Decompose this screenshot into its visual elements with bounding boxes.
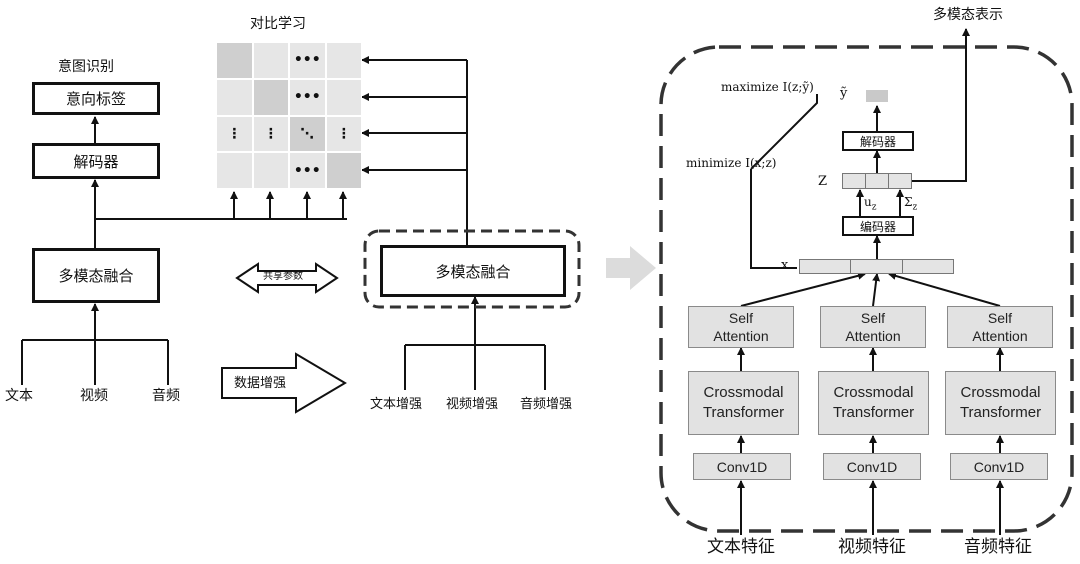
vae-encoder-text: 编码器	[859, 219, 896, 234]
minimize-label: minimize I(x;z)	[686, 156, 777, 170]
y-tilde-vector	[866, 90, 888, 102]
aug-input-video: 视频增强	[446, 397, 499, 412]
matrix-cell: •••	[289, 78, 326, 116]
matrix-cell	[252, 152, 289, 189]
aug-input-text: 文本增强	[370, 397, 423, 412]
arrow-self-to-x-3	[888, 272, 1001, 307]
feature-video: 视频特征	[838, 537, 906, 557]
crossmodal-text-box: Crossmodal Transformer	[688, 371, 799, 435]
intent-recognition-title: 意图识别	[58, 59, 114, 75]
matrix-cell: •••	[289, 152, 326, 189]
arrow-z-to-output	[912, 28, 970, 182]
aug-fusion-text: 多模态融合	[435, 262, 511, 281]
decoder-text: 解码器	[73, 152, 119, 171]
z-label: Z	[818, 174, 828, 189]
augmentation-label: 数据增强	[234, 376, 287, 391]
vae-decoder-text: 解码器	[859, 134, 896, 149]
aug-fusion-dashed-frame	[363, 229, 581, 309]
maximize-label: maximize I(z;ỹ)	[721, 80, 814, 94]
conv1d-text-box: Conv1D	[693, 453, 791, 480]
sigma-label: Σz	[904, 195, 918, 213]
aug-fusion-box: 多模态融合	[380, 245, 566, 297]
crossmodal-video-box: Crossmodal Transformer	[818, 371, 929, 435]
aug-input-audio: 音频增强	[520, 397, 573, 412]
x-label: x	[781, 258, 789, 273]
mu-label: uz	[864, 195, 877, 213]
vae-decoder-box: 解码器	[842, 131, 914, 151]
matrix-cell: •••	[289, 42, 326, 79]
similarity-matrix: ••••••⋮⋮⋱⋮•••	[216, 42, 362, 189]
matrix-cell	[216, 42, 253, 79]
shared-params-label: 共享参数	[263, 271, 303, 282]
conv1d-audio-box: Conv1D	[950, 453, 1048, 480]
input-text: 文本	[5, 388, 33, 404]
x-vector	[799, 259, 954, 274]
decoder-box: 解码器	[32, 143, 160, 179]
output-representation-title: 多模态表示	[933, 7, 1003, 23]
z-vector	[842, 173, 912, 189]
contrastive-learning-title: 对比学习	[250, 16, 306, 32]
fusion-box: 多模态融合	[32, 248, 160, 303]
self-attention-video-box: Self Attention	[820, 306, 926, 348]
shared-params-arrow	[235, 262, 339, 294]
input-audio: 音频	[152, 388, 180, 404]
self-attention-audio-box: Self Attention	[947, 306, 1053, 348]
matrix-cell: ⋮	[216, 115, 253, 153]
feature-audio: 音频特征	[964, 537, 1032, 557]
feature-text: 文本特征	[707, 537, 775, 557]
matrix-cell	[325, 78, 362, 116]
matrix-cell	[216, 152, 253, 189]
matrix-cell: ⋱	[289, 115, 326, 153]
self-attention-text-box: Self Attention	[688, 306, 794, 348]
maximize-bracket	[750, 94, 818, 170]
matrix-cell	[325, 42, 362, 79]
arrow-self-to-x-1	[740, 271, 866, 307]
intent-label-text: 意向标签	[65, 90, 126, 108]
conv1d-video-box: Conv1D	[823, 453, 921, 480]
matrix-cell	[216, 78, 253, 116]
y-tilde-label: ỹ	[840, 86, 848, 101]
matrix-cell	[252, 42, 289, 79]
matrix-cell: ⋮	[252, 115, 289, 153]
matrix-cell: ⋮	[325, 115, 362, 153]
arrow-self-to-x-2	[872, 273, 881, 307]
intent-label-box: 意向标签	[32, 82, 160, 115]
matrix-cell	[252, 78, 289, 116]
matrix-cell	[325, 152, 362, 189]
minimize-bracket	[750, 169, 797, 269]
augmentation-arrow	[221, 352, 347, 414]
input-video: 视频	[80, 388, 108, 404]
vae-encoder-box: 编码器	[842, 216, 914, 236]
model-dashed-frame	[659, 45, 1074, 533]
crossmodal-audio-box: Crossmodal Transformer	[945, 371, 1056, 435]
fusion-text: 多模态融合	[58, 267, 134, 285]
transition-arrow	[606, 246, 656, 290]
